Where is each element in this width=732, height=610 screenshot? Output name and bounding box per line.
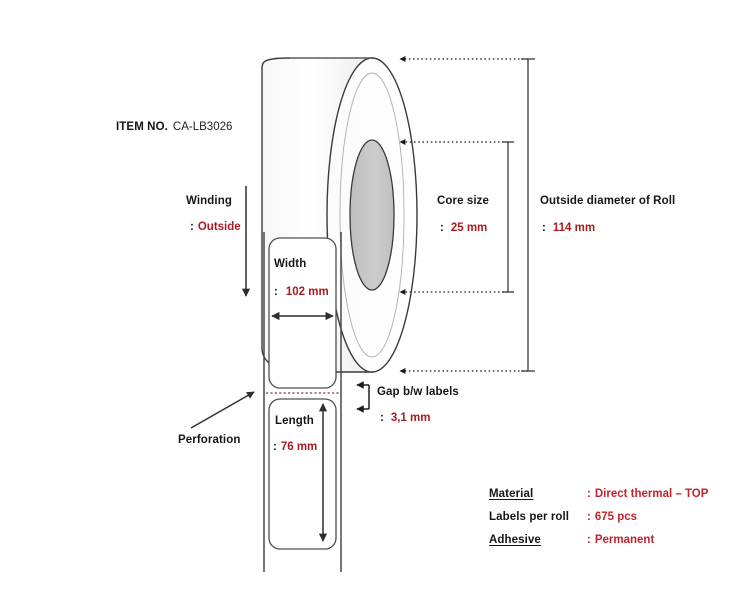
spec-row-adhesive: Adhesive : Permanent: [489, 534, 719, 546]
spec-table: Material : Direct thermal – TOP Labels p…: [489, 488, 719, 546]
spec-row-material: Material : Direct thermal – TOP: [489, 488, 719, 500]
roll-core-hole: [349, 139, 395, 291]
core-size-value-row: : 25 mm: [440, 222, 487, 234]
length-label: Length: [275, 415, 314, 427]
winding-colon: :: [190, 221, 194, 233]
item-number-label: ITEM NO.: [116, 121, 168, 133]
gap-colon: :: [380, 412, 384, 424]
core-size-label: Core size: [437, 195, 490, 207]
spec-label-material: Material: [489, 488, 534, 500]
width-colon: :: [274, 286, 278, 298]
gap-value-row: : 3,1 mm: [380, 412, 430, 424]
label-web-strip: [263, 232, 342, 572]
outside-diameter-colon: :: [542, 222, 546, 234]
spec-row-labels-per-roll: Labels per roll : 675 pcs: [489, 511, 719, 523]
core-size-value: 25 mm: [450, 222, 488, 234]
roll-inner-edge: [339, 72, 405, 358]
core-size-colon: :: [440, 222, 444, 234]
outside-diameter-value: 114 mm: [552, 222, 596, 234]
spec-label-labels-per-roll: Labels per roll: [489, 511, 570, 523]
spec-label-adhesive: Adhesive: [489, 534, 541, 546]
spec-colon-labels-per-roll: :: [587, 511, 591, 523]
item-number-value: CA-LB3026: [172, 121, 233, 133]
arrow-diagonal-icon: [190, 391, 255, 429]
width-value-row: : 102 mm: [274, 286, 329, 298]
outside-diameter-dimension: [399, 56, 535, 374]
gap-bracket-icon: [356, 381, 370, 413]
winding-value: Outside: [197, 221, 241, 233]
spec-value-labels-per-roll: 675 pcs: [594, 511, 638, 523]
outside-diameter-label: Outside diameter of Roll: [540, 195, 676, 207]
winding-value-row: : Outside: [190, 221, 241, 233]
roll-illustration: [261, 57, 418, 373]
spec-colon-material: :: [587, 488, 591, 500]
length-value-row: : 76 mm: [273, 441, 317, 453]
spec-colon-adhesive: :: [587, 534, 591, 546]
gap-value: 3,1 mm: [390, 412, 431, 424]
item-number-row: ITEM NO. CA-LB3026: [116, 121, 232, 133]
width-label: Width: [274, 258, 307, 270]
outside-diameter-value-row: : 114 mm: [542, 222, 595, 234]
winding-label: Winding: [186, 195, 232, 207]
length-value: 76 mm: [280, 441, 318, 453]
gap-label: Gap b/w labels: [377, 386, 459, 398]
length-colon: :: [273, 441, 277, 453]
spec-value-material: Direct thermal – TOP: [594, 488, 709, 500]
core-size-dimension: [399, 139, 514, 295]
perforation-label: Perforation: [178, 434, 241, 446]
width-value: 102 mm: [285, 286, 329, 298]
spec-value-adhesive: Permanent: [594, 534, 655, 546]
